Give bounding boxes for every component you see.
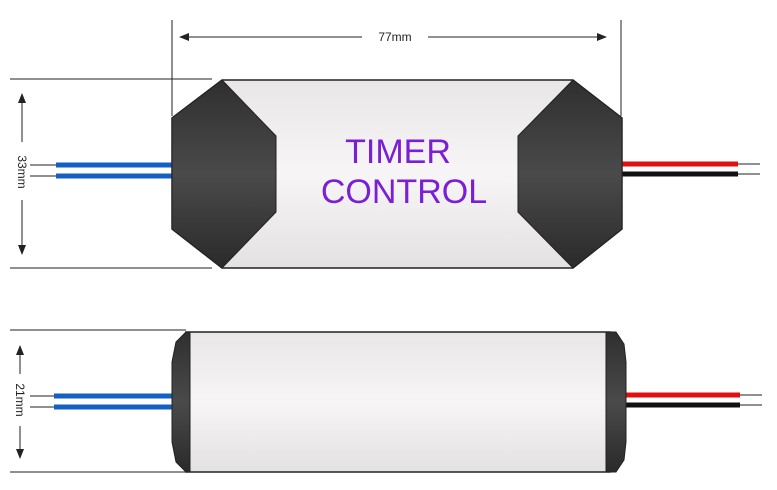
side-view-body [185,331,611,473]
side-view-right-cap [605,331,627,473]
top-view: 77mm 33mm TIMER CONTROL [10,20,760,269]
label-line-control: CONTROL [321,173,487,211]
side-view: 21mm [10,329,762,473]
top-view-left-cap [171,79,277,269]
label-line-timer: TIMER [345,133,451,171]
height-dimension-label: 33mm [15,155,29,188]
side-view-left-cap [171,331,191,473]
top-view-right-cap [517,79,623,269]
side-height-dimension-label: 21mm [13,383,27,416]
width-dimension-label: 77mm [378,30,411,44]
